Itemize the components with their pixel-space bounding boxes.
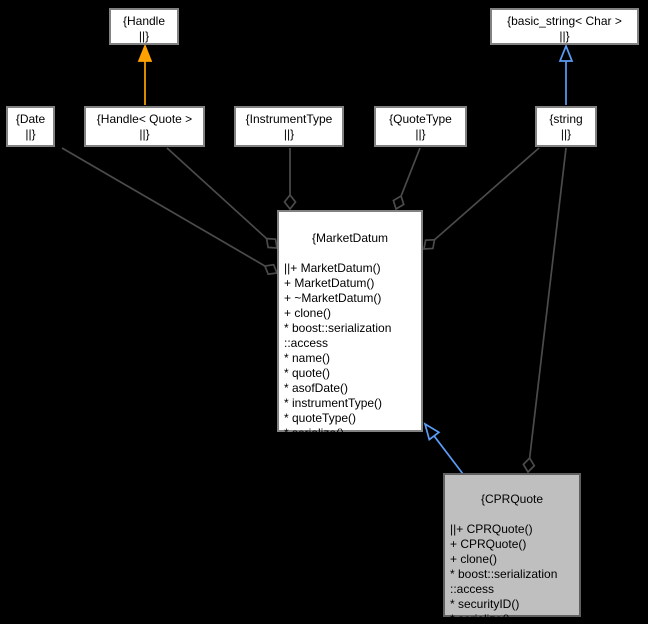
class-node-date[interactable]: {Date ||} bbox=[6, 106, 55, 147]
class-node-handle[interactable]: {Handle ||} bbox=[109, 8, 179, 45]
edge-marker-diamond bbox=[422, 238, 436, 250]
edge-marker-diamond bbox=[522, 456, 536, 474]
edge-line-inheritance bbox=[433, 435, 464, 475]
class-footer: } bbox=[347, 456, 352, 470]
class-members: ||+ MarketDatum() + MarketDatum() + ~Mar… bbox=[284, 261, 392, 440]
edge-line-aggregation bbox=[61, 147, 266, 267]
class-node-quote-type[interactable]: {QuoteType ||} bbox=[374, 106, 467, 147]
class-members: ||+ CPRQuote() + CPRQuote() + clone() * … bbox=[450, 522, 558, 624]
edge-marker-diamond bbox=[392, 194, 405, 211]
class-title: {MarketDatum bbox=[311, 231, 389, 245]
edge-marker-tri-filled bbox=[137, 43, 153, 62]
edge-line-aggregation bbox=[433, 147, 540, 241]
class-node-string[interactable]: {string ||} bbox=[535, 106, 597, 147]
edge-line-aggregation bbox=[528, 147, 567, 459]
class-node-basic-string[interactable]: {basic_string< Char > ||} bbox=[490, 8, 639, 45]
class-node-instrument-type[interactable]: {InstrumentType ||} bbox=[234, 106, 344, 147]
class-node-cpr-quote[interactable]: {CPRQuote ||+ CPRQuote() + CPRQuote() + … bbox=[443, 473, 581, 624]
edge-marker-diamond bbox=[265, 237, 279, 249]
edge-marker-diamond bbox=[263, 263, 279, 276]
class-title: {CPRQuote bbox=[480, 492, 544, 506]
edge-marker-tri-open bbox=[423, 422, 441, 442]
edge-marker-tri-open bbox=[558, 43, 574, 62]
edge-line-aggregation bbox=[400, 147, 421, 197]
class-node-handle-quote[interactable]: {Handle< Quote > ||} bbox=[84, 106, 205, 147]
edge-marker-diamond bbox=[283, 193, 297, 211]
edge-line-aggregation bbox=[166, 147, 268, 240]
class-node-market-datum[interactable]: {MarketDatum ||+ MarketDatum() + MarketD… bbox=[277, 210, 423, 470]
